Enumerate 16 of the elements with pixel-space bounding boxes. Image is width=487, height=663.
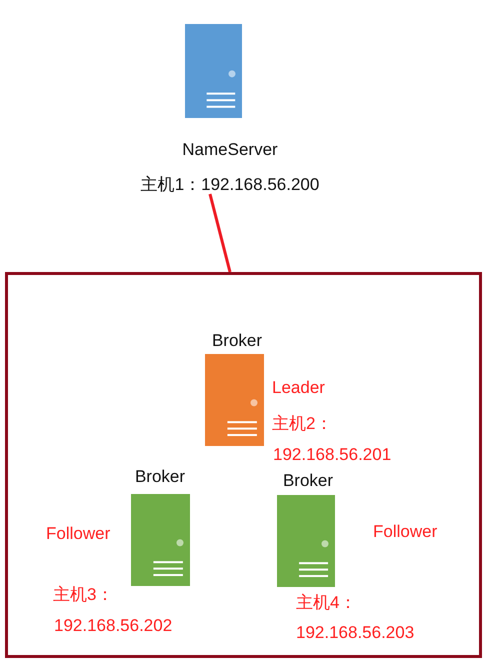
host-label: 主机4： (296, 593, 356, 613)
role-label: Leader (272, 378, 325, 398)
ip-address: 192.168.56.202 (54, 616, 172, 636)
cluster-frame (5, 272, 482, 658)
server-name: NameServer (181, 140, 279, 160)
host-label: 主机2： (272, 414, 332, 434)
host-label: 主机3： (53, 585, 114, 605)
ip-address: 192.168.56.203 (296, 623, 414, 643)
ip-address: 192.168.56.201 (273, 445, 392, 465)
server-name: Broker (134, 467, 186, 487)
role-label: Follower (46, 524, 110, 544)
role-label: Follower (373, 522, 438, 542)
server-name: Broker (282, 471, 334, 491)
connector-line (208, 194, 232, 272)
host-address: 主机1：192.168.56.200 (140, 175, 320, 195)
server-name: Broker (210, 331, 264, 351)
